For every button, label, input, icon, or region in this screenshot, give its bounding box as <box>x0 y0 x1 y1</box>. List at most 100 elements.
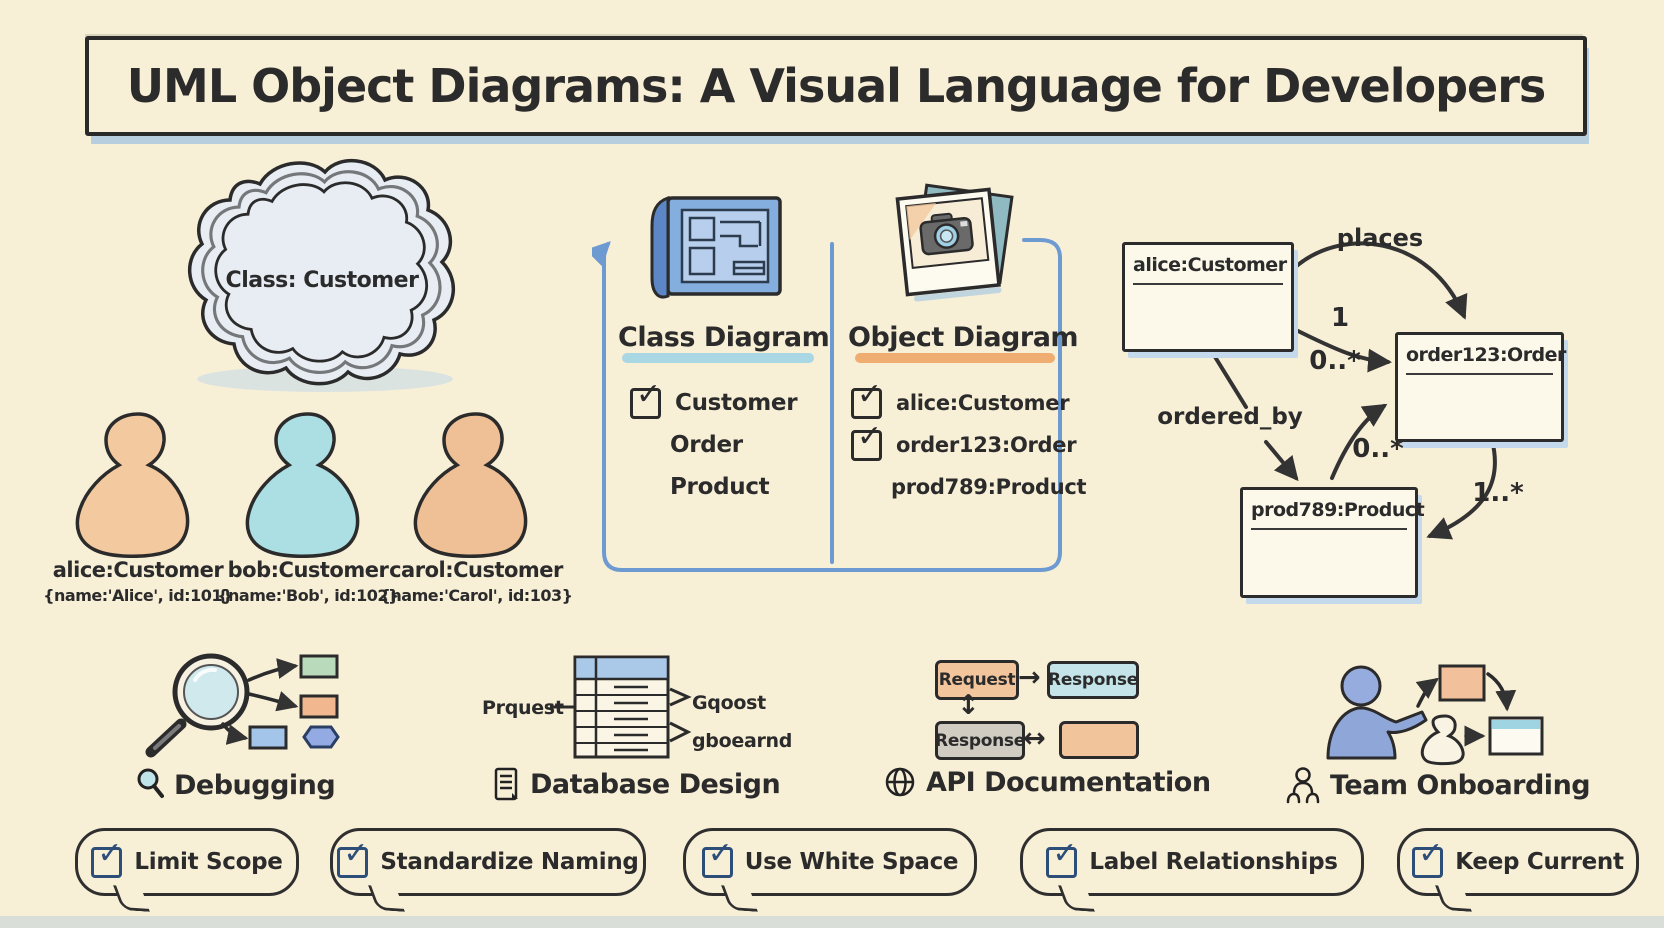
class-heading-highlight <box>622 353 814 363</box>
checklist-item: Order <box>630 424 830 466</box>
uml-node-alice: alice:Customer <box>1122 242 1294 352</box>
edge-order-to-product-arrow <box>1426 438 1497 540</box>
flow-box-blue <box>248 725 288 750</box>
checkbox-checked-icon: ✓ <box>337 836 369 878</box>
api-vignette: Request → Response ↕ Response ↔ <box>935 660 1150 760</box>
comparison-panel-frame <box>592 238 1062 572</box>
edge-label-ordered-by: ordered_by <box>1157 404 1303 430</box>
uml-node-product: prod789:Product <box>1240 487 1425 598</box>
caption-label: Team Onboarding <box>1330 769 1591 801</box>
flow-box-orange <box>299 694 339 719</box>
object-item-alice: alice:Customer <box>896 391 1070 415</box>
title-banner: UML Object Diagrams: A Visual Language f… <box>85 36 1587 136</box>
uml-node-title: prod789:Product <box>1251 499 1425 530</box>
checklist-item: ✓ order123:Order <box>851 419 1077 466</box>
class-diagram-heading: Class Diagram <box>618 322 830 353</box>
uml-node-order: order123:Order <box>1395 332 1566 442</box>
bubble-keep-current: ✓ Keep Current <box>1397 828 1639 912</box>
edge-ordered-by-line <box>1210 350 1248 409</box>
edge-product-to-order-arrow <box>1330 403 1388 480</box>
bottom-watercolor-wash <box>0 916 1664 928</box>
instance-name-bob: bob:Customer <box>227 558 389 582</box>
instance-name-carol: carol:Customer <box>389 558 563 582</box>
left-right-arrow-icon: ↔ <box>1023 723 1046 754</box>
response-box-top: Response <box>1047 661 1139 699</box>
bubble-standardize-naming: ✓ Standardize Naming <box>330 828 646 912</box>
class-item-order: Order <box>670 432 743 458</box>
db-sketch-top-right-label: Gqoost <box>692 692 766 714</box>
trainee-blob <box>1420 714 1465 766</box>
onboard-box-blue-strip <box>1492 720 1540 729</box>
object-item-order123: order123:Order <box>896 433 1077 457</box>
caption-label: API Documentation <box>926 766 1211 798</box>
checkbox-checked-icon: ✓ <box>701 836 733 878</box>
document-icon <box>494 767 518 801</box>
edge-places-arrow <box>1290 241 1468 320</box>
db-sketch-left-label: Prquest <box>482 697 564 719</box>
edge-one-many-arrow <box>1290 326 1392 373</box>
caption-debugging: Debugging <box>136 766 336 804</box>
object-heading-highlight <box>855 353 1055 363</box>
globe-icon <box>885 767 915 797</box>
checkbox-checked-icon: ✓ <box>851 419 882 461</box>
class-item-customer: Customer <box>675 390 798 416</box>
db-sketch-bottom-right-label: gboearnd <box>692 730 793 752</box>
cookie-cutter-icon <box>187 158 456 392</box>
caption-label: Debugging <box>174 769 336 801</box>
camera-icon <box>919 212 974 256</box>
instance-attrs-bob: {name:'Bob', id:102} <box>217 586 399 605</box>
practice-label: Standardize Naming <box>380 849 639 875</box>
database-vignette <box>550 655 692 759</box>
bubble-tail <box>1057 885 1096 912</box>
edge-label-one-many: 1..* <box>1472 478 1524 508</box>
caption-api: API Documentation <box>884 766 1211 798</box>
instance-attrs-alice: {name:'Alice', id:101} <box>43 586 233 605</box>
edge-label-places: places <box>1336 224 1424 252</box>
edge-ordered-by-arrow <box>1264 440 1299 482</box>
object-diagram-heading: Object Diagram <box>848 322 1079 353</box>
practice-label: Use White Space <box>744 849 959 875</box>
relationship-arrows <box>1210 241 1497 540</box>
bubble-tail <box>720 885 759 912</box>
flow-hexagon-blue <box>302 725 340 749</box>
checklist-item: ✓ Customer <box>630 377 830 424</box>
checkbox-checked-icon: ✓ <box>630 377 661 419</box>
edge-label-one: 1 <box>1330 303 1350 333</box>
bubble-use-white-space: ✓ Use White Space <box>683 828 977 912</box>
caption-team: Team Onboarding <box>1286 766 1591 804</box>
flow-box-green <box>299 654 339 679</box>
checkbox-checked-icon: ✓ <box>851 377 882 419</box>
instance-blob-bob-icon <box>245 412 360 558</box>
object-diagram-checklist: ✓ alice:Customer ✓ order123:Order prod78… <box>851 377 1087 508</box>
class-item-product: Product <box>670 474 770 500</box>
instance-blob-carol-icon <box>413 412 528 558</box>
practice-label: Keep Current <box>1455 849 1624 875</box>
empty-box-orange <box>1059 721 1139 759</box>
blueprint-icon <box>650 195 782 299</box>
presenter-body <box>1326 706 1428 760</box>
uml-node-title: order123:Order <box>1406 344 1566 375</box>
checkbox-checked-icon: ✓ <box>1046 836 1077 878</box>
up-down-arrow-icon: ↕ <box>957 690 980 721</box>
edge-label-zero-many-b: 0..* <box>1352 434 1404 464</box>
magnifier-icon <box>137 768 164 798</box>
photo-icon <box>895 183 1014 302</box>
caption-label: Database Design <box>530 768 781 800</box>
team-vignette <box>1326 664 1544 766</box>
response-box-bottom: Response <box>935 721 1025 760</box>
bubble-tail <box>1434 885 1473 912</box>
edge-label-zero-many-a: 0..* <box>1309 346 1361 376</box>
practice-label: Label Relationships <box>1089 849 1338 875</box>
bubble-limit-scope: ✓ Limit Scope <box>75 828 299 912</box>
checkbox-checked-icon: ✓ <box>1412 836 1443 878</box>
checkbox-checked-icon: ✓ <box>91 836 123 878</box>
object-item-prod789: prod789:Product <box>891 475 1087 499</box>
debugging-vignette <box>145 653 340 758</box>
bubble-tail <box>367 885 406 912</box>
bubble-label-relationships: ✓ Label Relationships <box>1020 828 1364 912</box>
onboard-box-orange <box>1438 664 1486 702</box>
checklist-item: Product <box>630 466 830 508</box>
instance-blob-alice-icon <box>75 412 190 558</box>
instance-name-alice: alice:Customer <box>52 558 224 582</box>
